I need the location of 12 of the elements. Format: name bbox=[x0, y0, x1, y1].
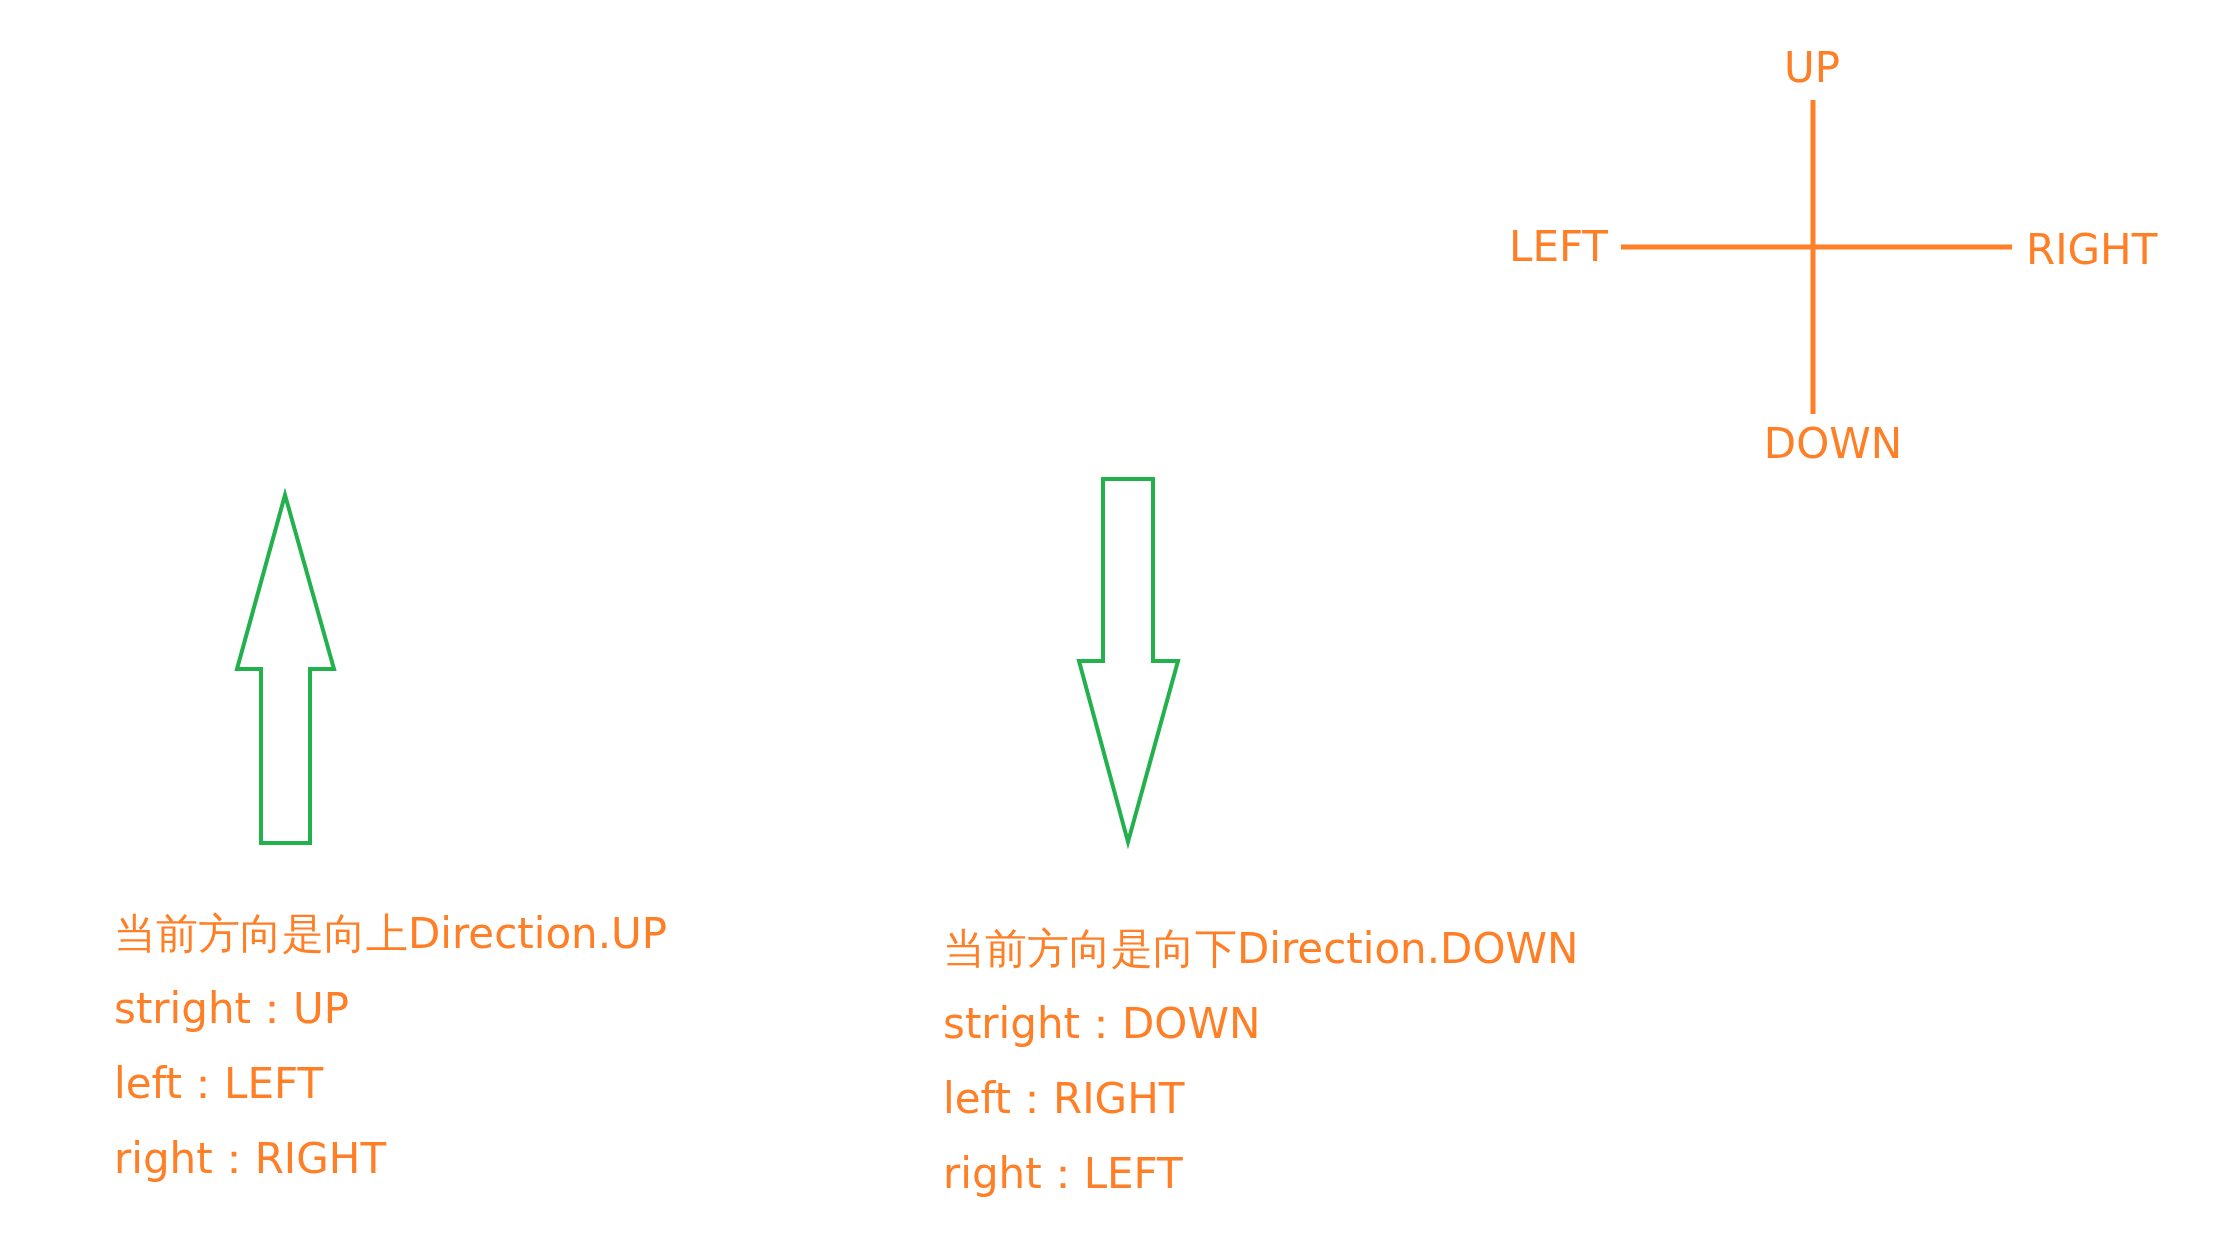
description-line: left：RIGHT bbox=[943, 1078, 1185, 1120]
direction-label: LEFT bbox=[1509, 226, 1608, 268]
description-heading: 当前方向是向下Direction.DOWN bbox=[943, 928, 1579, 970]
description-line: stright：UP bbox=[114, 988, 350, 1030]
description-heading: 当前方向是向上Direction.UP bbox=[114, 913, 668, 955]
description-line: right：LEFT bbox=[943, 1153, 1183, 1195]
direction-label: DOWN bbox=[1763, 423, 1903, 465]
description-line: left：LEFT bbox=[114, 1063, 324, 1105]
description-line: right：RIGHT bbox=[114, 1138, 387, 1180]
description-line: stright：DOWN bbox=[943, 1003, 1261, 1045]
direction-label: RIGHT bbox=[2026, 229, 2158, 271]
direction-label: UP bbox=[1783, 47, 1841, 89]
